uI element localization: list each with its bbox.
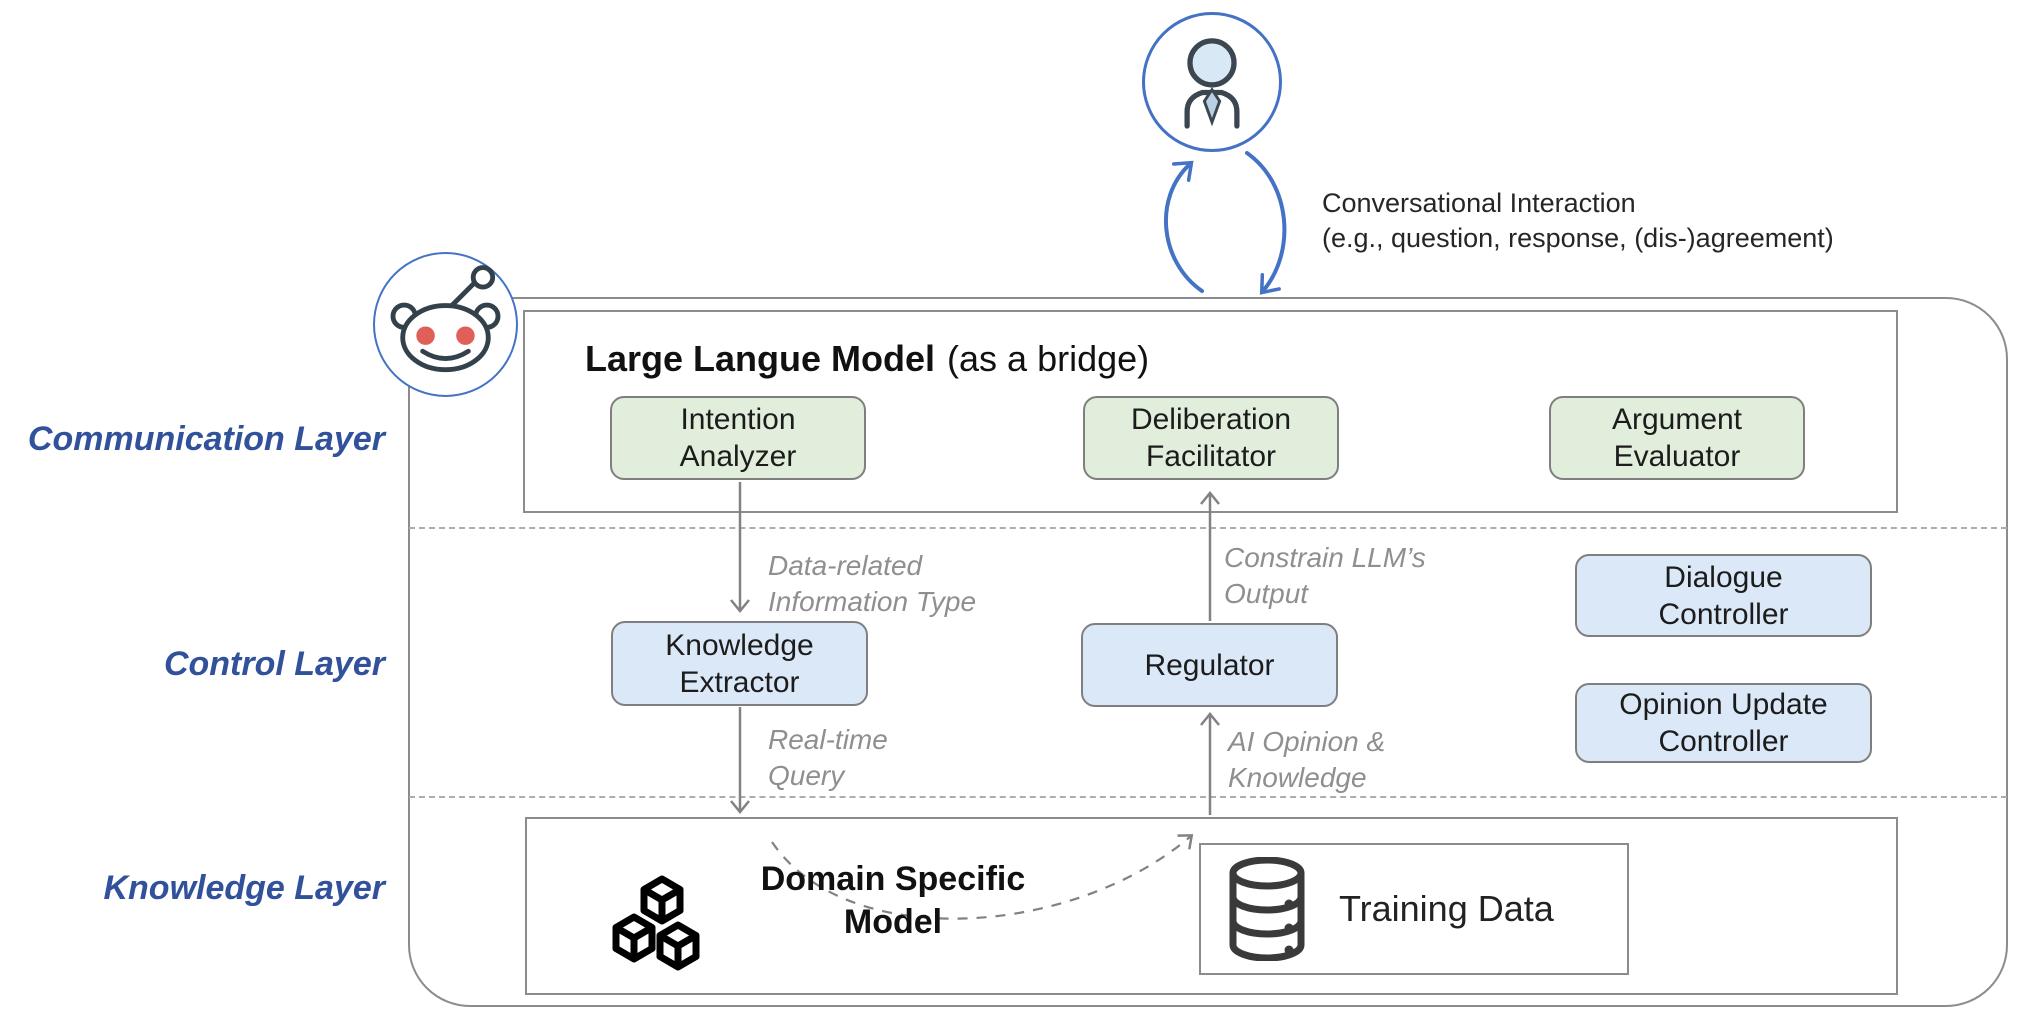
knowledge-layer-label: Knowledge Layer [103,869,385,907]
opinion-update-controller-node: Opinion Update Controller [1575,683,1872,763]
layer-separator-2 [409,796,2007,798]
domain-model-icon-wrap [598,868,716,986]
domain-specific-model-label: Domain Specific Model [760,860,1026,941]
cubes-icon [612,875,700,971]
edge-label-data-related: Data-related Information Type [768,550,977,617]
communication-layer-label: Communication Layer [27,420,385,458]
database-icon [1229,857,1305,961]
regulator-node: Regulator [1081,623,1338,707]
llm-title: Large Langue Model (as a bridge) [585,338,1149,380]
agent-avatar [373,252,518,397]
intention-analyzer-node: Intention Analyzer [610,396,866,480]
reddit-icon [390,265,501,373]
edge-label-ai-opinion: AI Opinion & Knowledge [1228,726,1386,793]
person-icon [1184,38,1240,129]
user-cycle-arrows [1164,151,1287,295]
edge-label-realtime-query: Real-time Query [768,724,888,791]
training-data-label: Training Data [1339,888,1554,929]
user-avatar [1142,12,1282,152]
training-data-box: Training Data [1199,843,1629,975]
control-layer-label: Control Layer [163,645,385,683]
argument-evaluator-node: Argument Evaluator [1549,396,1805,480]
conversational-interaction-label: Conversational Interaction (e.g., questi… [1322,188,1834,253]
edge-label-constrain-output: Constrain LLM’s Output [1224,542,1426,609]
layer-separator-1 [409,527,2007,529]
llm-title-rest: (as a bridge) [947,338,1150,379]
dialogue-controller-node: Dialogue Controller [1575,554,1872,637]
deliberation-facilitator-node: Deliberation Facilitator [1083,396,1339,480]
llm-title-bold: Large Langue Model [585,338,936,379]
knowledge-extractor-node: Knowledge Extractor [611,621,868,706]
